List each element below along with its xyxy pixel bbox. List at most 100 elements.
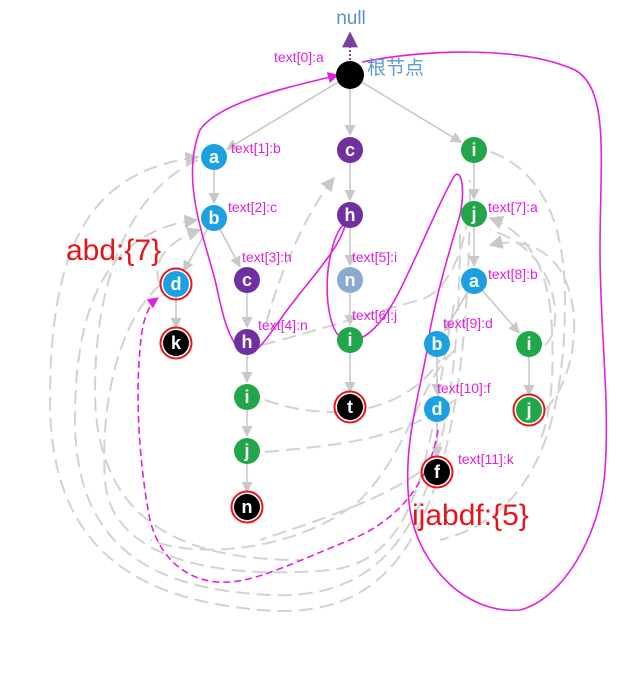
node-letter: c [345, 140, 355, 160]
node-circle [234, 384, 260, 410]
trie-node-a2: a [461, 268, 487, 294]
step-label-3: text[3]:h [242, 249, 292, 265]
terminal-ring [230, 490, 264, 524]
node-letter: h [345, 205, 356, 225]
node-circle [234, 267, 260, 293]
trie-node-i1: i [461, 137, 487, 163]
trie-edges [170, 81, 535, 494]
root-label: 根节点 [367, 57, 424, 79]
node-letter: n [242, 497, 253, 517]
trie-node-n1: n [337, 267, 363, 293]
trie-node-d2: d [424, 396, 450, 422]
trie-node-j3: j [512, 393, 546, 427]
node-circle [424, 331, 450, 357]
step-label-11: text[11]:k [458, 451, 515, 467]
node-circle [234, 494, 260, 520]
node-circle [337, 327, 363, 353]
step-labels: text[0]:atext[1]:btext[2]:ctext[3]:htext… [228, 49, 538, 467]
node-letter: j [525, 400, 531, 420]
node-letter: b [432, 334, 443, 354]
node-circle [163, 330, 189, 356]
terminal-ring [333, 390, 367, 424]
node-letter: a [469, 271, 480, 291]
trie-node-h2: h [234, 329, 260, 355]
fail-link [488, 215, 554, 441]
node-letter: f [434, 462, 441, 482]
match-path-return [137, 297, 439, 583]
fail-link [93, 159, 301, 561]
trie-node-j2: j [234, 438, 260, 464]
node-letter: i [244, 387, 249, 407]
trie-node-t1: t [333, 390, 367, 424]
trie-node-k1: k [159, 326, 193, 360]
node-letter: k [171, 333, 182, 353]
node-circle [337, 267, 363, 293]
match-path-line [191, 51, 608, 612]
node-circle [516, 331, 542, 357]
trie-node-f1: f [420, 455, 454, 489]
fail-link [259, 471, 421, 541]
trie-node-h1: h [337, 202, 363, 228]
trie-node-d1: d [159, 267, 193, 301]
trie-node-n2: n [230, 490, 264, 524]
node-letter: d [171, 274, 182, 294]
node-circle [337, 202, 363, 228]
trie-nodes: a b d k c h i j n c h n i t i j a b d f i j [159, 61, 546, 524]
root-node [336, 61, 364, 89]
node-circle [163, 271, 189, 297]
node-letter: c [242, 270, 252, 290]
trie-edge-a2-b2 [443, 291, 469, 333]
step-label-1: text[1]:b [231, 140, 281, 156]
trie-node-c2: c [234, 267, 260, 293]
trie-edge-b1-c2 [219, 229, 241, 268]
node-circle [201, 144, 227, 170]
terminal-ring [420, 455, 454, 489]
fail-link [261, 199, 471, 346]
trie-edge-b1-d1 [182, 228, 209, 272]
step-label-0: text[0]:a [274, 49, 324, 65]
node-letter: n [345, 270, 356, 290]
fail-link [489, 229, 557, 346]
node-letter: t [347, 397, 353, 417]
node-letter: i [471, 140, 476, 160]
trie-node-j1: j [461, 201, 487, 227]
trie-node-i3: i [337, 327, 363, 353]
node-letter: i [347, 330, 352, 350]
fail-link [439, 151, 567, 541]
step-label-10: text[10]:f [437, 380, 491, 396]
fail-link [149, 349, 456, 551]
step-label-4: text[4]:n [258, 317, 308, 333]
step-label-7: text[7]:a [488, 199, 538, 215]
step-label-9: text[9]:d [443, 315, 493, 331]
trie-node-b1: b [201, 205, 227, 231]
trie-node-c1: c [337, 137, 363, 163]
node-circle [201, 205, 227, 231]
node-letter: i [526, 334, 531, 354]
trie-edge-root-i1 [361, 81, 463, 143]
node-circle [461, 201, 487, 227]
step-label-6: text[6]:j [352, 307, 397, 323]
trie-edge-a2-i4 [481, 290, 520, 334]
node-letter: d [432, 399, 443, 419]
null-label: null [336, 8, 366, 29]
node-circle [336, 61, 364, 89]
trie-node-b2: b [424, 331, 450, 357]
fail-link [264, 176, 335, 331]
node-letter: j [470, 204, 476, 224]
node-circle [234, 329, 260, 355]
step-label-5: text[5]:i [352, 249, 397, 265]
node-circle [234, 438, 260, 464]
node-letter: h [242, 332, 253, 352]
step-label-8: text[8]:b [488, 266, 538, 282]
node-circle [337, 394, 363, 420]
result-label-ijabdf: ijabdf:{5} [412, 499, 529, 532]
node-circle [461, 268, 487, 294]
terminal-ring [512, 393, 546, 427]
trie-node-a1: a [201, 144, 227, 170]
node-circle [516, 397, 542, 423]
fail-link [48, 151, 471, 612]
fail-link [103, 284, 456, 574]
trie-edge-root-a1 [225, 81, 339, 150]
node-letter: b [209, 208, 220, 228]
